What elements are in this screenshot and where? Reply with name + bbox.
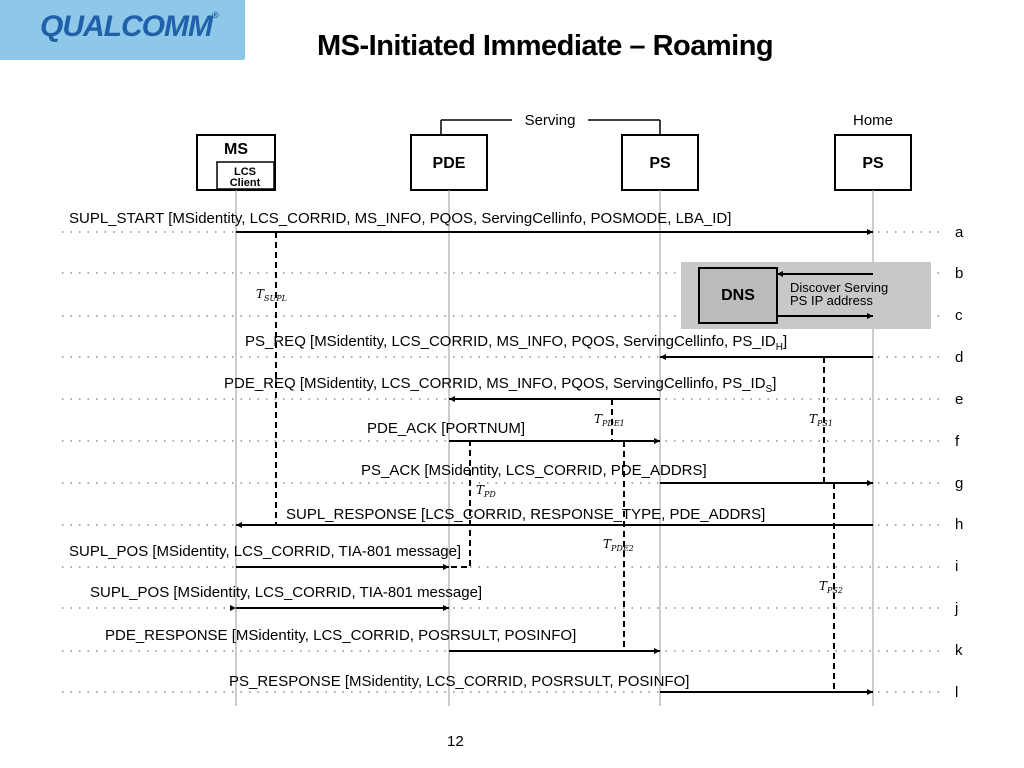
step-letters: a b c d e f g h i j k l	[954, 224, 964, 701]
step-letter-f: f	[955, 433, 960, 450]
step-letter-l: l	[955, 684, 958, 701]
timer-pde1-label: TPDE1	[594, 412, 625, 428]
msg-d-label: PS_REQ [MSidentity, LCS_CORRID, MS_INFO,…	[245, 333, 787, 353]
msg-j-label: SUPL_POS [MSidentity, LCS_CORRID, TIA-80…	[90, 584, 482, 601]
dns-label: DNS	[721, 287, 755, 304]
page-title: MS-Initiated Immediate – Roaming	[317, 30, 774, 62]
message-labels: SUPL_START [MSidentity, LCS_CORRID, MS_I…	[69, 210, 787, 690]
msg-g-label: PS_ACK [MSidentity, LCS_CORRID, PDE_ADDR…	[361, 462, 707, 479]
step-letter-g: g	[955, 475, 963, 492]
timer-labels: TSUPL TPDE1 TPS1 TPD TPDE2 TPS2	[256, 287, 843, 595]
serving-ps-label: PS	[649, 155, 671, 172]
step-letter-d: d	[955, 349, 963, 366]
lifelines	[235, 190, 874, 706]
msg-k-label: PDE_RESPONSE [MSidentity, LCS_CORRID, PO…	[105, 627, 576, 644]
step-letter-k: k	[955, 642, 963, 659]
pde-entity: PDE	[410, 134, 488, 191]
step-letter-j: j	[954, 600, 958, 617]
dns-note-line2: PS IP address	[790, 293, 873, 308]
dns-note-line1: Discover Serving	[790, 280, 888, 295]
ms-label: MS	[224, 141, 248, 158]
home-group-label: Home	[853, 112, 893, 129]
page-number: 12	[447, 733, 464, 750]
message-arrows	[230, 229, 873, 695]
step-letter-b: b	[955, 265, 963, 282]
qualcomm-logo: QUALCOMM®	[40, 10, 219, 44]
serving-group-label: Serving	[525, 112, 576, 129]
msg-f-label: PDE_ACK [PORTNUM]	[367, 420, 525, 437]
ms-entity: MS LCS Client	[196, 134, 276, 191]
logo-registered-mark: ®	[211, 10, 219, 20]
qualcomm-logo-panel: QUALCOMM®	[0, 0, 245, 60]
msg-i-label: SUPL_POS [MSidentity, LCS_CORRID, TIA-80…	[69, 543, 461, 560]
home-ps-entity: PS	[834, 134, 912, 191]
timer-pd-label: TPD	[476, 483, 496, 499]
timer-ps2-label: TPS2	[819, 579, 843, 595]
step-letter-e: e	[955, 391, 963, 408]
dns-panel: DNS Discover Serving PS IP address	[681, 262, 931, 329]
msg-h-label: SUPL_RESPONSE [LCS_CORRID, RESPONSE_TYPE…	[286, 506, 765, 523]
msg-l-label: PS_RESPONSE [MSidentity, LCS_CORRID, POS…	[229, 673, 689, 690]
msg-a-label: SUPL_START [MSidentity, LCS_CORRID, MS_I…	[69, 210, 731, 227]
step-letter-h: h	[955, 516, 963, 533]
lcs-client-label-line1: LCS	[234, 166, 256, 178]
logo-text: QUALCOMM	[40, 10, 213, 43]
pde-label: PDE	[433, 155, 466, 172]
lcs-client-label-line2: Client	[230, 177, 261, 189]
step-letter-a: a	[955, 224, 964, 241]
serving-group-bracket: Serving	[440, 112, 661, 134]
msg-e-label: PDE_REQ [MSidentity, LCS_CORRID, MS_INFO…	[224, 375, 776, 395]
step-letter-i: i	[955, 558, 958, 575]
timer-ps1-label: TPS1	[809, 412, 833, 428]
step-letter-c: c	[955, 307, 963, 324]
timer-pde2-label: TPDE2	[603, 537, 634, 553]
home-ps-label: PS	[862, 155, 884, 172]
timer-supl-label: TSUPL	[256, 287, 287, 303]
serving-ps-entity: PS	[621, 134, 699, 191]
